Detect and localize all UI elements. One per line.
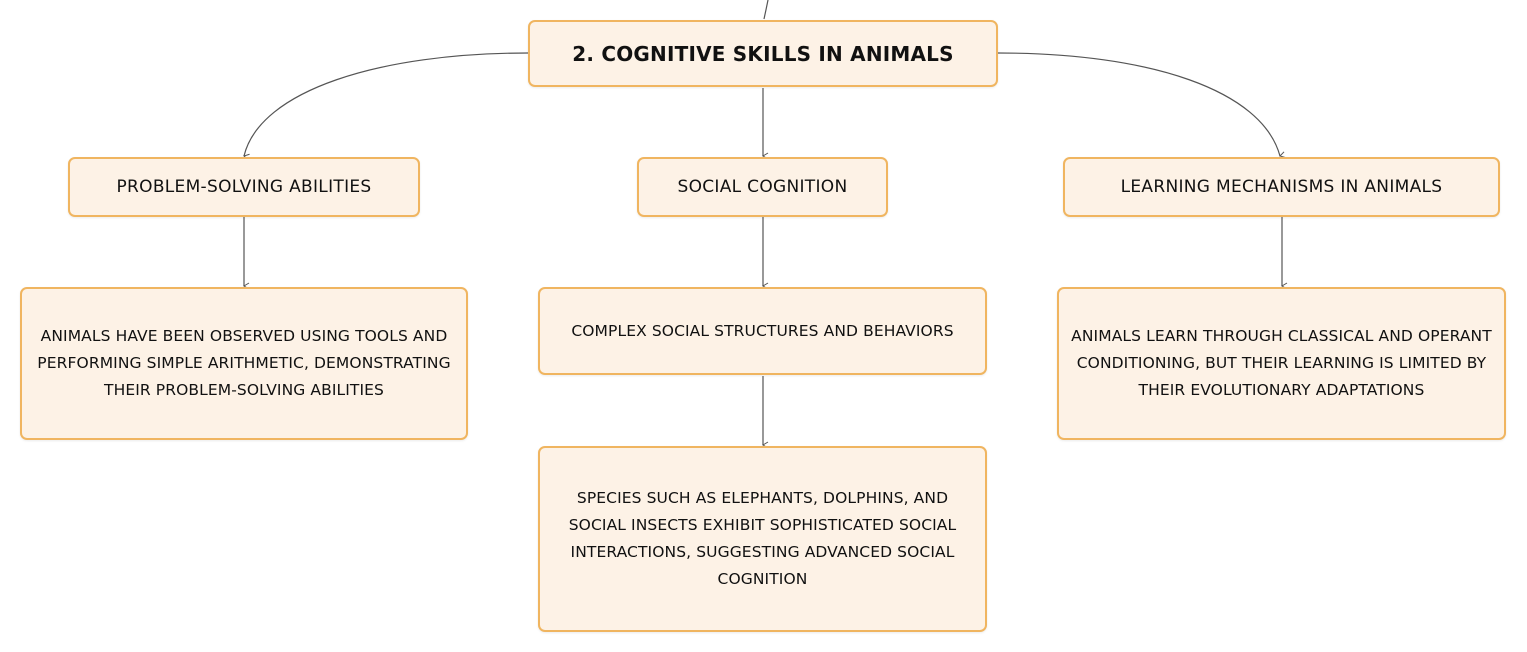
social-cognition-node[interactable]: SOCIAL COGNITION: [637, 157, 888, 217]
root-topic-label: 2. COGNITIVE SKILLS IN ANIMALS: [572, 41, 954, 66]
social-cognition-label: SOCIAL COGNITION: [677, 177, 848, 197]
learning-mechanisms-node[interactable]: LEARNING MECHANISMS IN ANIMALS: [1063, 157, 1500, 217]
social-cognition-subdetail-text: SPECIES SUCH AS ELEPHANTS, DOLPHINS, AND…: [568, 489, 957, 588]
learning-mechanisms-label: LEARNING MECHANISMS IN ANIMALS: [1120, 177, 1443, 197]
incoming-connector: [763, 0, 769, 20]
problem-solving-detail-text: ANIMALS HAVE BEEN OBSERVED USING TOOLS A…: [37, 327, 451, 399]
connector-root-to-problem-solving: [243, 52, 529, 161]
root-topic-node[interactable]: 2. COGNITIVE SKILLS IN ANIMALS: [528, 20, 998, 87]
problem-solving-detail-node[interactable]: ANIMALS HAVE BEEN OBSERVED USING TOOLS A…: [20, 287, 468, 440]
problem-solving-node[interactable]: PROBLEM-SOLVING ABILITIES: [68, 157, 420, 217]
learning-mechanisms-detail-text: ANIMALS LEARN THROUGH CLASSICAL AND OPER…: [1071, 327, 1492, 399]
learning-mechanisms-detail-node[interactable]: ANIMALS LEARN THROUGH CLASSICAL AND OPER…: [1057, 287, 1506, 440]
connector-root-to-learning-mechanisms: [997, 52, 1286, 159]
social-cognition-detail-node[interactable]: COMPLEX SOCIAL STRUCTURES AND BEHAVIORS: [538, 287, 987, 375]
social-cognition-detail-text: COMPLEX SOCIAL STRUCTURES AND BEHAVIORS: [571, 321, 954, 340]
social-cognition-subdetail-node[interactable]: SPECIES SUCH AS ELEPHANTS, DOLPHINS, AND…: [538, 446, 987, 632]
problem-solving-label: PROBLEM-SOLVING ABILITIES: [116, 177, 372, 197]
